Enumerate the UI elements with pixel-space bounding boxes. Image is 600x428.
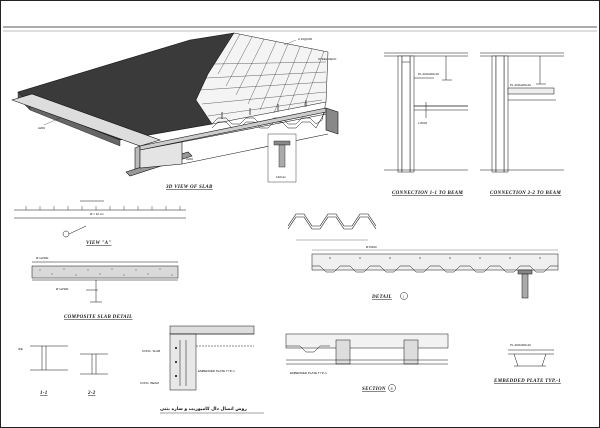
view-a: Ø = 10 cm VIEW "A" [14, 200, 186, 246]
conc-slab-label: CONC. SLAB [142, 349, 160, 353]
ipe-label: IPE [18, 347, 23, 351]
stud-detail: 120mm [267, 133, 297, 183]
concrete-hatch [39, 268, 173, 276]
deck-label: STEEL DECK [318, 57, 337, 61]
section-1-1: IPE 1-1 [18, 345, 68, 396]
title-section-1: 1-1 [40, 391, 48, 396]
persian-caption: روش اتصال دال کامپوزیت و سازه بتنی [160, 406, 247, 412]
view-a-dim: Ø = 10 cm [90, 212, 104, 216]
mesh-label: A 10@200 [298, 37, 312, 41]
section-b: EMBEDDED PLATE TYP.-1 SECTION B [285, 333, 449, 392]
embedded-plate: PL.300x300x10 EMBEDDED PLATE TYP.-1 [493, 343, 561, 384]
title-view-a: VIEW "A" [86, 241, 112, 246]
slab-top-label: Ø 12/300 [36, 256, 49, 260]
connection-2-2: PL.200x200x10 CONNECTION 2-2 TO BEAM [480, 52, 564, 196]
title-section-2: 2-2 [87, 391, 96, 396]
stud-dim: 120mm [276, 175, 287, 179]
title-embedded-plate: EMBEDDED PLATE TYP.-1 [493, 379, 561, 384]
beam-label-a: A200 [38, 126, 45, 130]
stud-elevation [517, 269, 533, 299]
plate-pl: PL.300x300x10 [510, 343, 531, 347]
beam-label-b: A200 [186, 157, 193, 161]
slab-mid-label: Ø 12/300 [56, 287, 69, 291]
detail-1-title: DETAIL 1 [371, 292, 408, 300]
conc-beam-label: CONC. BEAM [140, 381, 160, 385]
shear-studs [221, 100, 307, 119]
composite-slab-detail: Ø 12/300 Ø 12/300 COMPOSITE SLAB DETAIL [31, 256, 179, 320]
svg-text:SECTION: SECTION [362, 387, 386, 392]
section-2-2: 2-2 [80, 353, 108, 396]
conn-2-pl: PL.200x200x10 [510, 83, 531, 87]
title-connection-1: CONNECTION 1-1 TO BEAM [392, 191, 463, 196]
title-connection-2: CONNECTION 2-2 TO BEAM [490, 191, 561, 196]
emb-plate-note: EMBEDDED PLATE TYP.-1 [198, 369, 235, 373]
connection-1-1: PL.200x200x10 L 80x8 CONNECTION 1-1 TO B… [384, 52, 468, 196]
steel-deck-mesh [195, 32, 329, 125]
svg-text:1: 1 [403, 295, 405, 299]
slab-3d-view: A 10@200 STEEL DECK A200 A200 3D VIEW OF… [11, 32, 339, 190]
detail-1-top: Ø 8/200 [366, 245, 377, 249]
conn-1-pl: PL.200x200x10 [418, 72, 439, 76]
section-b-title: SECTION B [362, 384, 396, 392]
detail-1: Ø 8/200 DETAIL 1 [311, 245, 559, 300]
title-composite-slab: COMPOSITE SLAB DETAIL [64, 315, 133, 320]
sec-b-note: EMBEDDED PLATE TYP.-1 [290, 371, 327, 375]
stud-head [273, 140, 291, 146]
conn-1-weld: L 80x8 [418, 121, 427, 125]
concrete-connection-detail: CONC. SLAB CONC. BEAM EMBEDDED PLATE TYP… [140, 325, 264, 414]
svg-text:B: B [391, 387, 393, 391]
stud-shank [278, 144, 286, 168]
svg-text:DETAIL: DETAIL [371, 295, 392, 300]
steel-beam [11, 93, 339, 177]
title-3d-view: 3D VIEW OF SLAB [165, 185, 213, 190]
deck-profile [287, 213, 377, 241]
